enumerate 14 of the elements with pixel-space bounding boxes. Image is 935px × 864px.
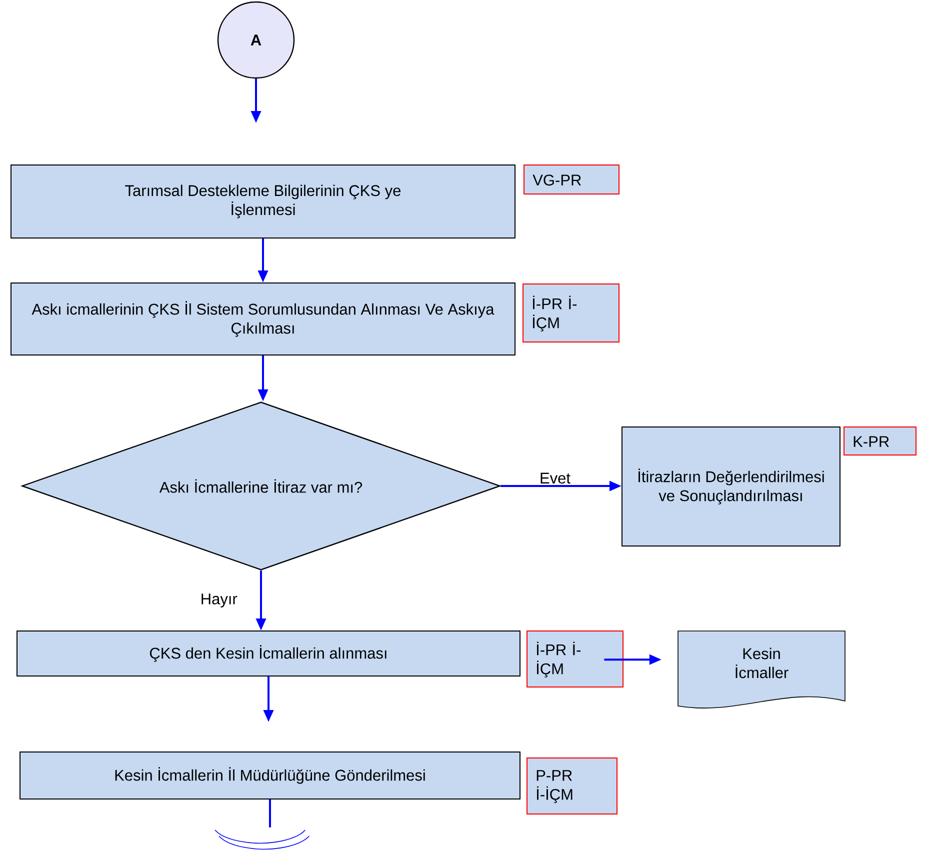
process-box: İtirazların Değerlendirilmesi ve Sonuçlandırılması [622,426,840,546]
process-box: Kesin İcmallerin İl Müdürlüğüne Gönderilmesi [20,752,520,800]
reference-box: İ-PR İ-İÇM [522,284,620,342]
reference-box: P-PR İ-İÇM [526,758,618,814]
process-box: Tarımsal Destekleme Bilgilerinin ÇKS ye İşlenmesi [10,164,516,238]
document: Kesin İcmaller [678,630,846,708]
reference-box: VG-PR [524,164,620,194]
edge-label: Hayır [199,592,238,608]
reference-box: K-PR [844,426,916,456]
off-page-connector [214,830,310,850]
process-box: Askı icmallerinin ÇKS İl Sistem Sorumlusundan Alınması Ve Askıya Çıkılması [10,282,516,356]
process-box: ÇKS den Kesin İcmallerin alınması [16,630,520,676]
reference-box: İ-PR İ-İÇM [526,630,624,688]
edge-label: Evet [538,472,572,485]
